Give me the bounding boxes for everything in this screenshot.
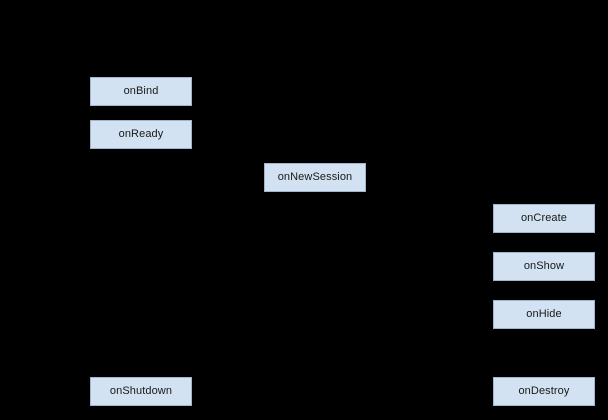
node-on-shutdown[interactable]: onShutdown bbox=[90, 377, 192, 406]
node-on-hide[interactable]: onHide bbox=[493, 300, 595, 329]
node-label: onCreate bbox=[520, 212, 568, 224]
node-on-new-session[interactable]: onNewSession bbox=[264, 163, 366, 192]
node-label: onHide bbox=[526, 308, 562, 320]
node-on-ready[interactable]: onReady bbox=[90, 120, 192, 149]
node-on-show[interactable]: onShow bbox=[493, 252, 595, 281]
node-label: onNewSession bbox=[277, 171, 353, 183]
node-label: onReady bbox=[118, 128, 164, 140]
node-on-destroy[interactable]: onDestroy bbox=[493, 377, 595, 406]
node-label: onShutdown bbox=[109, 385, 173, 397]
node-on-bind[interactable]: onBind bbox=[90, 77, 192, 106]
node-label: onShow bbox=[523, 260, 565, 272]
node-label: onDestroy bbox=[518, 385, 570, 397]
node-on-create[interactable]: onCreate bbox=[493, 204, 595, 233]
node-label: onBind bbox=[123, 85, 159, 97]
